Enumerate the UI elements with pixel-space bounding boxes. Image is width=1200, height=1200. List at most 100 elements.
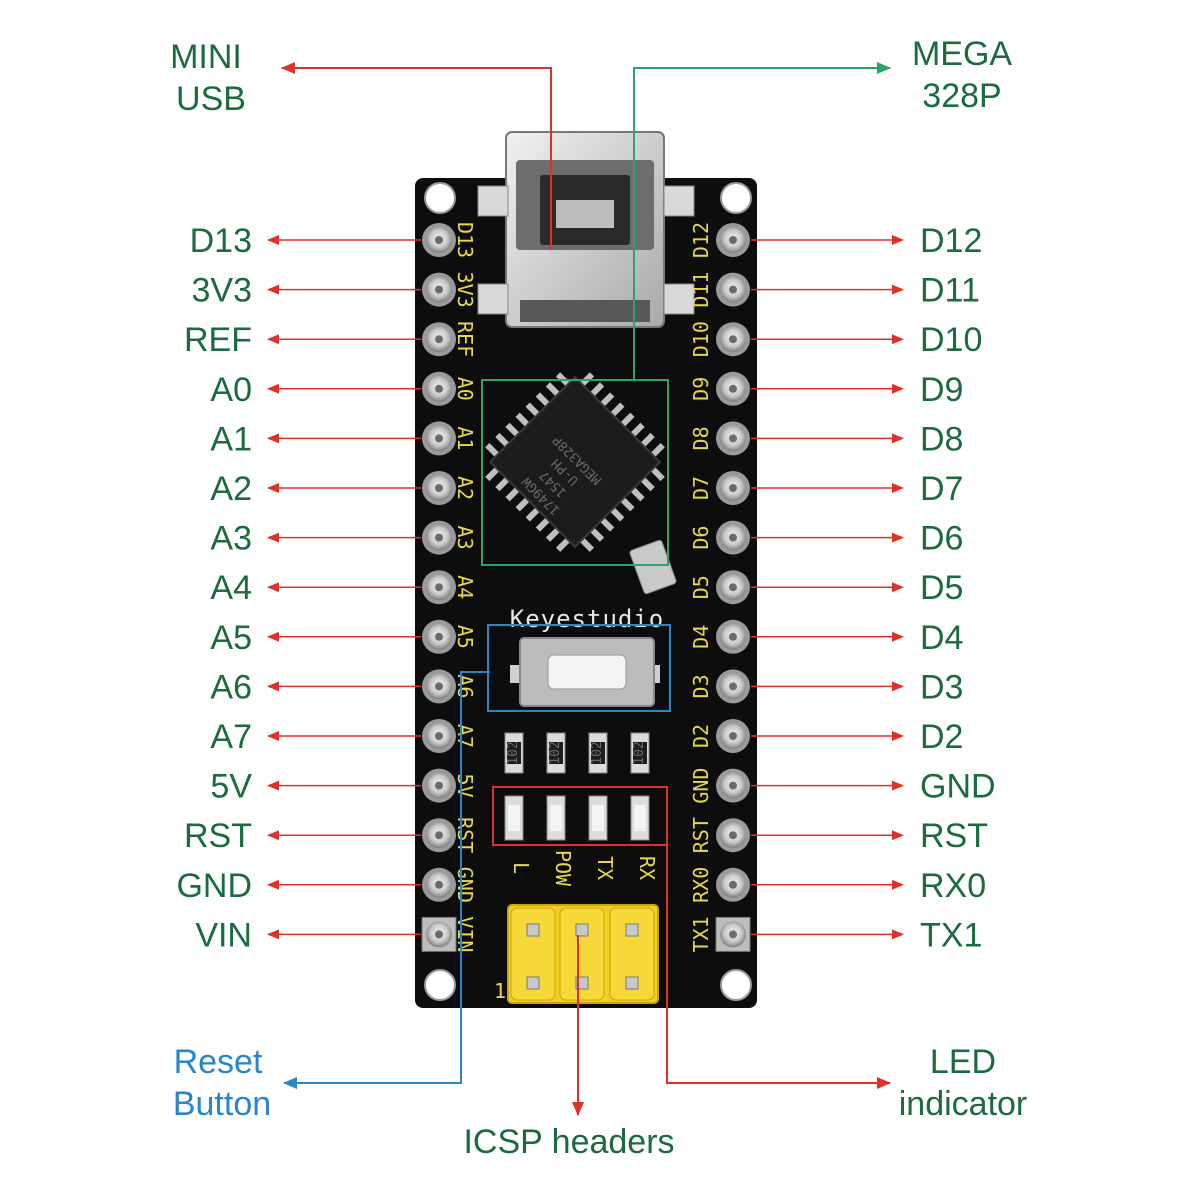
- icsp-header: [507, 904, 659, 1004]
- pin-label-left: REF: [184, 321, 252, 359]
- silk-left: D13: [453, 222, 477, 258]
- silk-left: RST: [453, 817, 477, 853]
- left-pin-a5: [422, 619, 456, 654]
- led-label: TX: [593, 856, 617, 880]
- pin-label-right: D4: [920, 619, 963, 657]
- pin-label-left: A6: [210, 668, 252, 706]
- pin-label-right: D6: [920, 520, 963, 558]
- silk-left: A2: [453, 476, 477, 500]
- pin-label-right: RST: [920, 817, 988, 855]
- pin-label-right: TX1: [920, 916, 982, 954]
- right-pin-d3: [716, 669, 750, 704]
- right-pin-rx0: [716, 867, 750, 902]
- pin-label-right: D3: [920, 668, 963, 706]
- pin-label-left: A5: [210, 619, 252, 657]
- led: POW: [546, 795, 575, 887]
- mounting-hole: [424, 182, 456, 214]
- silk-left: A1: [453, 426, 477, 450]
- pin-label-right: RX0: [920, 867, 986, 905]
- right-pin-arrows: [751, 235, 904, 940]
- reset-button-component: [510, 637, 660, 707]
- right-pin-header: [715, 223, 751, 952]
- right-pin-d4: [716, 619, 750, 654]
- icsp-label: ICSP headers: [463, 1123, 674, 1161]
- right-pin-d12: [716, 223, 750, 257]
- silk-right: RST: [689, 817, 713, 853]
- mega-label-line2: 328P: [922, 77, 1001, 115]
- silk-left: REF: [453, 321, 477, 357]
- right-pin-gnd: [716, 768, 750, 803]
- pin-label-right: D9: [920, 371, 963, 409]
- resistor: 102: [630, 732, 650, 774]
- pin-label-left: D13: [190, 222, 252, 260]
- led-label: RX: [635, 856, 659, 880]
- pin-label-right: D7: [920, 470, 963, 508]
- resistor: 102: [504, 732, 524, 774]
- pin-label-left: A4: [210, 569, 252, 607]
- silk-right: D8: [689, 426, 713, 450]
- led: L: [504, 795, 533, 874]
- right-pin-d7: [716, 471, 750, 505]
- left-pin-a7: [422, 719, 456, 753]
- mega-leader: [633, 62, 891, 380]
- left-pin-5v: [422, 768, 456, 803]
- left-pin-arrows: [267, 235, 421, 940]
- led: TX: [588, 795, 617, 880]
- mini-usb-label-line2: USB: [176, 80, 246, 118]
- mini-usb-connector: [477, 131, 695, 328]
- silk-left: A6: [453, 674, 477, 698]
- silk-right: D4: [689, 625, 713, 649]
- nano-board: MEGA328P U-PH 1547 1749GW Keyestudio 102…: [415, 131, 757, 1008]
- reset-label-line2: Button: [173, 1085, 271, 1123]
- left-pin-a6: [422, 669, 456, 704]
- silk-right: D9: [689, 377, 713, 401]
- pin-label-right: D11: [920, 272, 980, 310]
- reset-label-line1: Reset: [174, 1043, 263, 1081]
- silk-left: A7: [453, 724, 477, 748]
- resistor-code: 102: [632, 741, 647, 764]
- silk-right: RX0: [689, 867, 713, 903]
- pcb: [415, 178, 757, 1008]
- silk-right: D7: [689, 476, 713, 500]
- right-pin-d2: [716, 719, 750, 753]
- silk-left: 5V: [453, 774, 477, 798]
- pin-label-left: A1: [210, 420, 252, 458]
- pin-label-right: D5: [920, 569, 963, 607]
- mounting-hole: [720, 182, 752, 214]
- pin-label-right: D2: [920, 718, 963, 756]
- left-pin-a2: [422, 471, 456, 505]
- pin-label-left: 3V3: [192, 272, 253, 310]
- silk-right: TX1: [689, 916, 713, 952]
- right-pin-tx1: [715, 916, 751, 952]
- silk-right: D5: [689, 575, 713, 599]
- icsp-pin1-marker: 1: [494, 979, 506, 1003]
- pin-label-left: GND: [176, 867, 252, 905]
- right-pin-d10: [716, 322, 750, 357]
- pin-label-left: VIN: [195, 916, 252, 954]
- right-pin-d5: [716, 570, 750, 605]
- mounting-hole: [424, 969, 456, 1001]
- led-label-line2: indicator: [899, 1085, 1028, 1123]
- silk-right: D6: [689, 526, 713, 550]
- mega-chip-highlight: [481, 379, 669, 566]
- silk-left: A0: [453, 377, 477, 401]
- silk-right: D3: [689, 674, 713, 698]
- led-label: POW: [551, 850, 575, 887]
- left-pin-vin: [421, 916, 457, 952]
- silk-left: GND: [453, 867, 477, 903]
- pin-label-left: A7: [210, 718, 252, 756]
- resistor-code: 102: [590, 741, 605, 764]
- pin-label-left: A2: [210, 470, 252, 508]
- pin-label-left: RST: [184, 817, 252, 855]
- right-pin-rst: [716, 818, 750, 853]
- right-pin-d8: [716, 421, 750, 456]
- pin-label-left: A3: [210, 520, 252, 558]
- resistor: 102: [588, 732, 608, 774]
- left-pin-a3: [422, 520, 456, 555]
- silk-left: 3V3: [453, 272, 477, 308]
- mini-usb-leader: [281, 62, 552, 250]
